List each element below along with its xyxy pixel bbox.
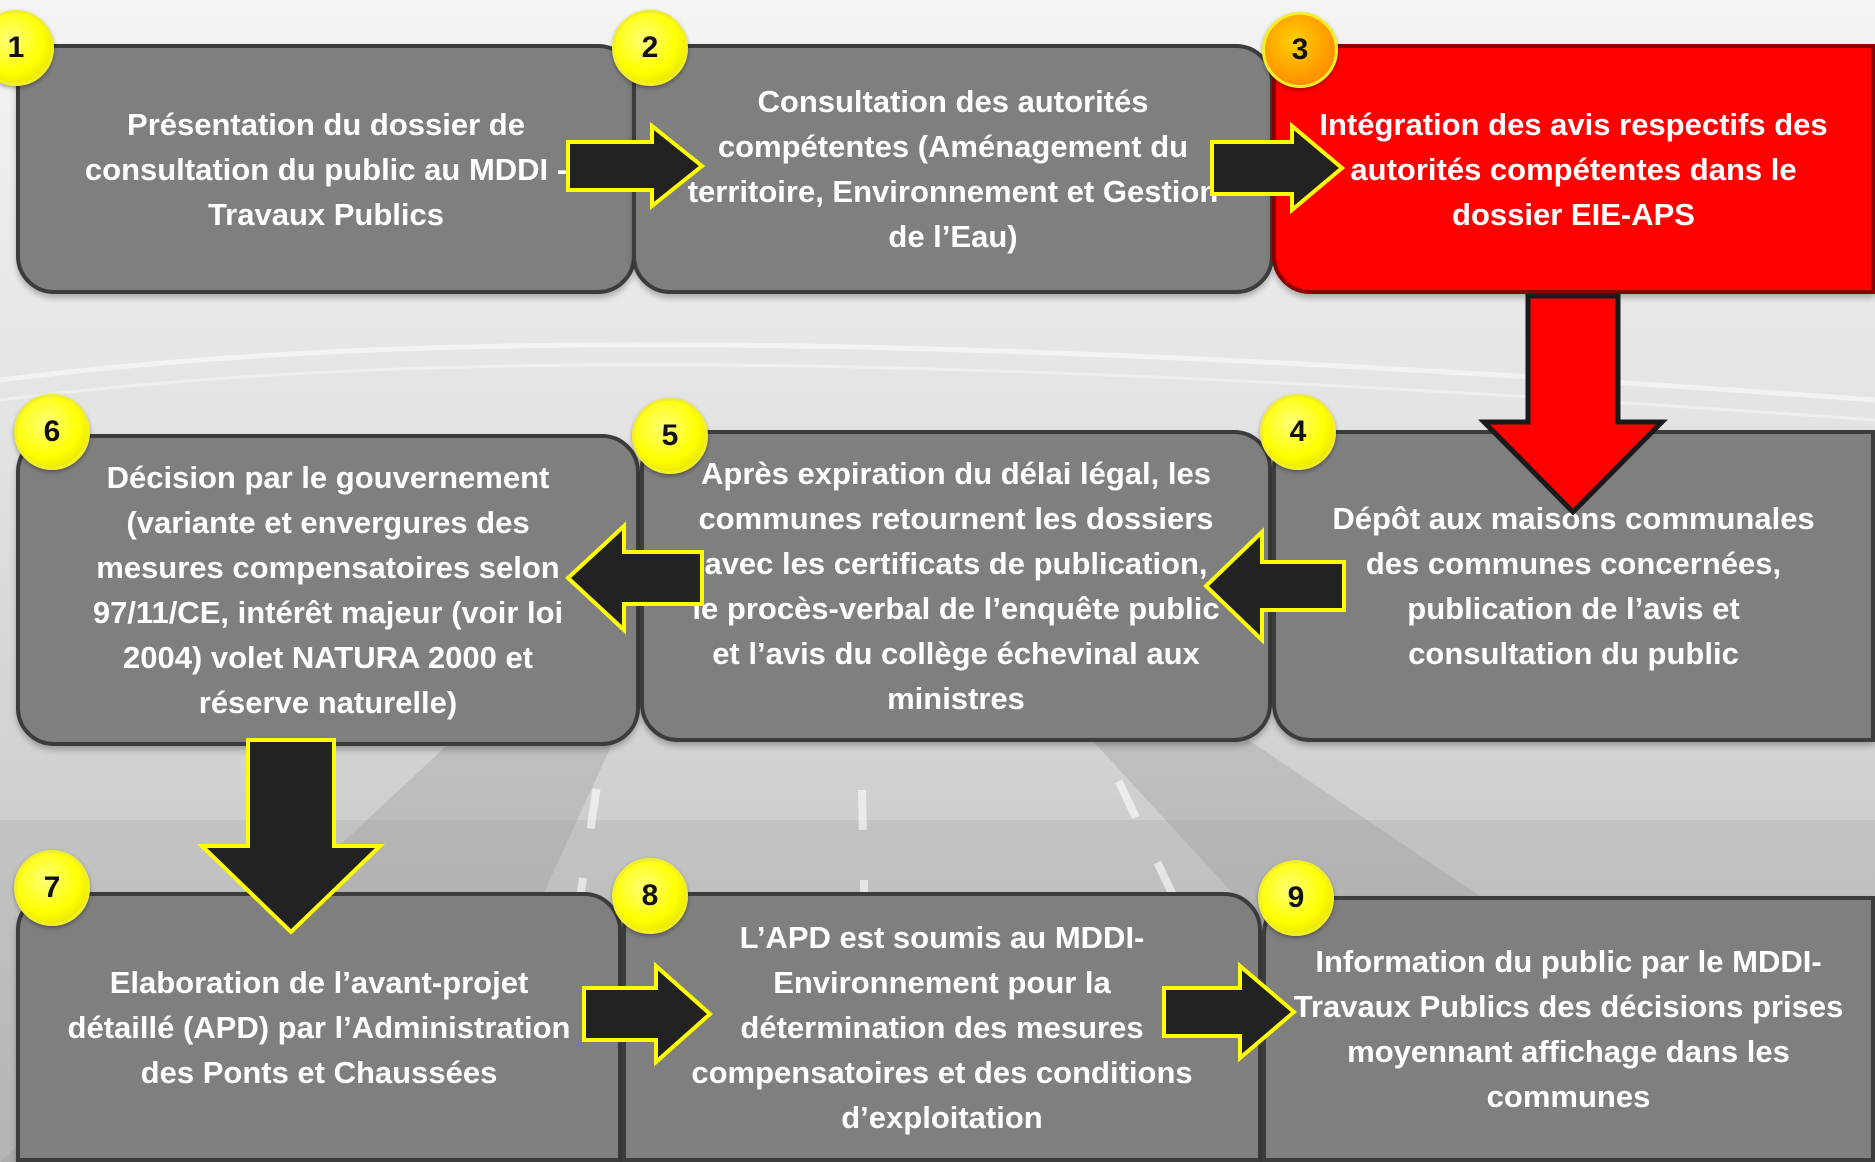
step-7-box: Elaboration de l’avant-projet détaillé (…: [16, 892, 622, 1162]
step-6-box: Décision par le gouvernement (variante e…: [16, 434, 640, 746]
step-6-text: Décision par le gouvernement (variante e…: [92, 460, 564, 720]
step-5-box: Après expiration du délai légal, les com…: [640, 430, 1272, 742]
step-3-box: Intégration des avis respectifs des auto…: [1272, 44, 1875, 294]
step-5-text: Après expiration du délai légal, les com…: [692, 456, 1220, 716]
step-7-badge: 7: [14, 850, 90, 926]
step-5-badge: 5: [632, 398, 708, 474]
step-4-box: Dépôt aux maisons communales des commune…: [1272, 430, 1875, 742]
step-9-text: Information du public par le MDDI- Trava…: [1293, 944, 1844, 1114]
step-4-badge: 4: [1260, 394, 1336, 470]
step-8-box: L’APD est soumis au MDDI- Environnement …: [622, 892, 1262, 1162]
step-9-badge: 9: [1258, 860, 1334, 936]
step-2-badge: 2: [612, 10, 688, 86]
step-2-text: Consultation des autorités compétentes (…: [687, 84, 1219, 254]
step-3-text: Intégration des avis respectifs des auto…: [1319, 106, 1828, 232]
step-3-badge: 3: [1262, 12, 1338, 88]
step-8-badge: 8: [612, 858, 688, 934]
step-6-badge: 6: [14, 394, 90, 470]
step-8-text: L’APD est soumis au MDDI- Environnement …: [691, 919, 1193, 1135]
step-1-box: Présentation du dossier de consultation …: [16, 44, 636, 294]
step-9-box: Information du public par le MDDI- Trava…: [1262, 896, 1875, 1162]
step-4-text: Dépôt aux maisons communales des commune…: [1332, 501, 1815, 671]
step-1-text: Présentation du dossier de consultation …: [84, 106, 568, 232]
step-7-text: Elaboration de l’avant-projet détaillé (…: [67, 964, 571, 1090]
step-2-box: Consultation des autorités compétentes (…: [632, 44, 1274, 294]
